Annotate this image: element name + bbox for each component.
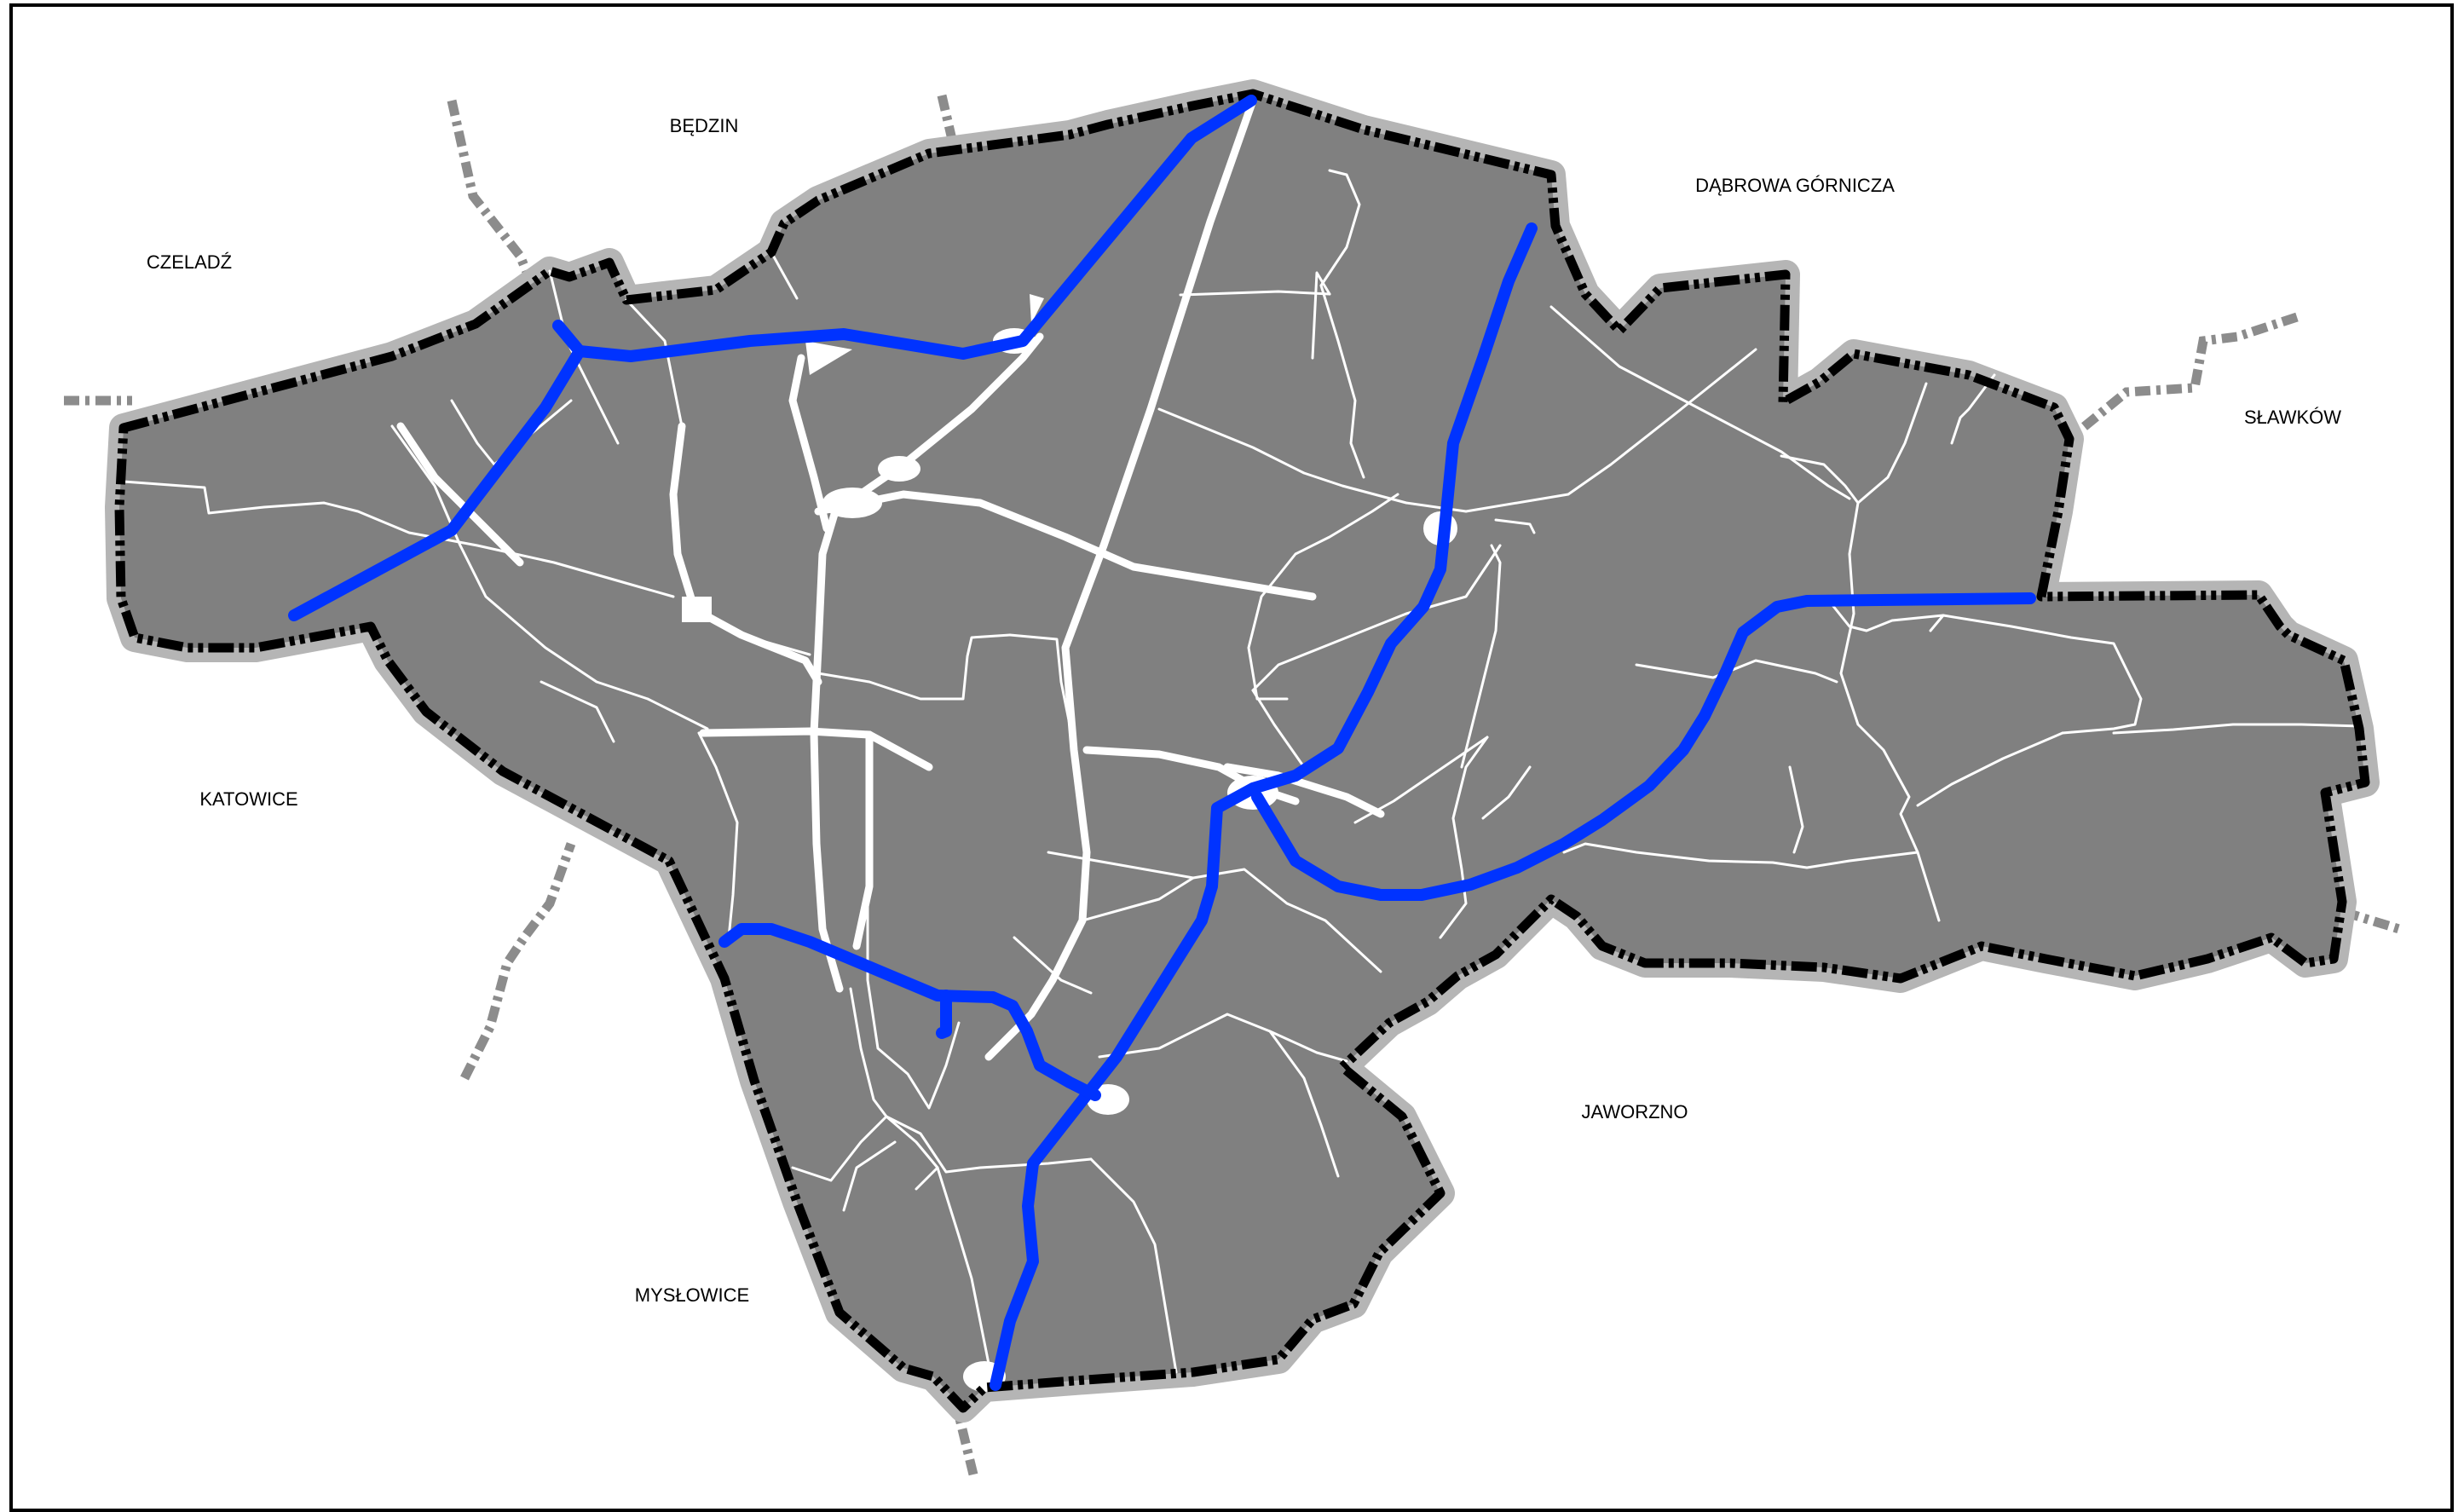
label-bedzin: BĘDZIN — [670, 115, 739, 136]
highway-south-connector-spur[interactable] — [936, 990, 952, 1039]
highways[interactable] — [288, 95, 2036, 1391]
major-roads — [396, 96, 1385, 1061]
highway-east-west[interactable] — [1251, 592, 2036, 901]
highway-north-south[interactable] — [990, 222, 1538, 1391]
label-jaworzno: JAWORZNO — [1581, 1101, 1688, 1122]
highway-northwest[interactable] — [288, 95, 1257, 621]
road-to-katowice — [460, 842, 576, 1081]
minor-roads — [122, 169, 2363, 1374]
label-myslowice: MYSŁOWICE — [635, 1284, 749, 1306]
highway-south-connector[interactable] — [718, 923, 1101, 1101]
label-slawkow: SŁAWKÓW — [2244, 407, 2341, 428]
road-to-slawkow — [2076, 312, 2299, 435]
label-czeladz: CZELADŹ — [147, 251, 232, 273]
label-katowice: KATOWICE — [199, 788, 297, 810]
neighbour-labels: CZELADŹ BĘDZIN DĄBROWA GÓRNICZA SŁAWKÓW … — [147, 115, 2341, 1306]
highway-northwest-spur[interactable] — [552, 320, 586, 357]
city-boundary-line — [114, 89, 2370, 1413]
label-dabrowa-gornicza: DĄBROWA GÓRNICZA — [1695, 175, 1895, 196]
road-to-bedzin-east — [937, 94, 958, 145]
